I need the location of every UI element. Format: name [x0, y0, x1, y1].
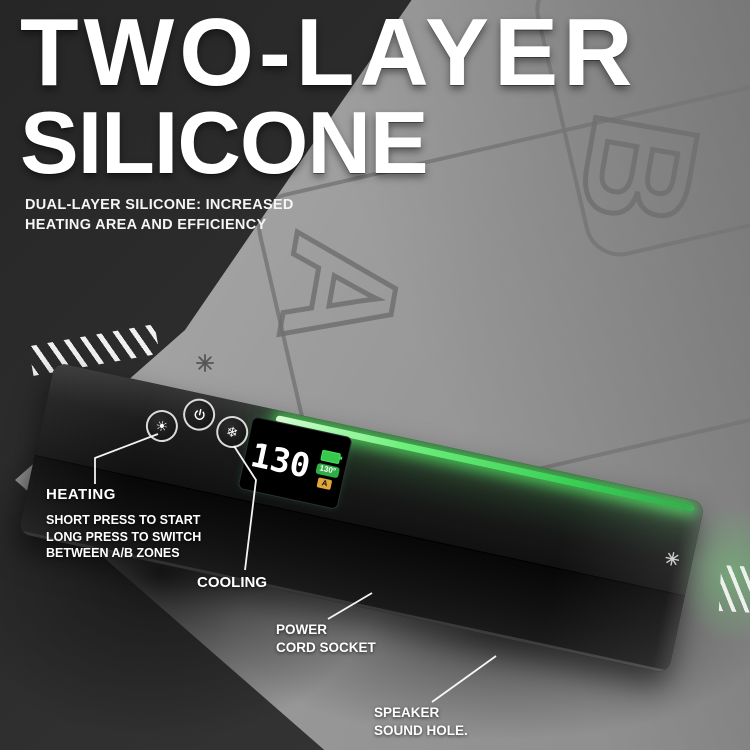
heating-icon: ☀: [154, 416, 170, 435]
hatch-marks-left: [28, 324, 160, 376]
headline: TWO-LAYER SILICONE: [20, 0, 638, 193]
hatch-marks-right: [718, 565, 750, 613]
power-icon: [194, 408, 205, 420]
power-label-line: CORD SOCKET: [276, 639, 376, 655]
power-label-line: POWER: [276, 622, 328, 637]
speaker-label-line: SPEAKER: [374, 705, 440, 720]
snowflake-mark-device: [665, 552, 680, 566]
headline-line2: SILICONE: [20, 93, 429, 193]
power-button: [180, 395, 219, 434]
set-temp-readout: 130°: [315, 462, 340, 478]
zone-indicator-badge: A: [316, 476, 333, 491]
subheadline: DUAL-LAYER SILICONE: INCREASED HEATING A…: [25, 196, 294, 235]
display-status-column: 130° A: [313, 449, 343, 491]
heating-desc-line: LONG PRESS TO SWITCH: [46, 529, 202, 544]
heating-callout-label: HEATING: [46, 486, 116, 503]
battery-icon: [320, 449, 341, 464]
headline-line1: TWO-LAYER: [20, 0, 638, 106]
snowflake-mark-mat: [196, 354, 214, 372]
cooling-icon: ❄: [224, 422, 240, 441]
display-main-temp: 130: [247, 434, 314, 486]
cooling-callout-label: COOLING: [197, 574, 267, 591]
power-socket-callout-label: POWER CORD SOCKET: [276, 621, 376, 656]
heating-desc-line: BETWEEN A/B ZONES: [46, 546, 180, 560]
speaker-label-line: SOUND HOLE.: [374, 722, 468, 738]
heating-desc-line: SHORT PRESS TO START: [46, 513, 201, 527]
subheadline-line2: HEATING AREA AND EFFICIENCY: [25, 216, 267, 233]
subheadline-line1: DUAL-LAYER SILICONE: INCREASED: [25, 197, 294, 213]
heating-button: ☀: [142, 407, 181, 446]
speaker-callout-label: SPEAKER SOUND HOLE.: [374, 704, 468, 739]
heating-callout-description: SHORT PRESS TO START LONG PRESS TO SWITC…: [46, 512, 201, 562]
